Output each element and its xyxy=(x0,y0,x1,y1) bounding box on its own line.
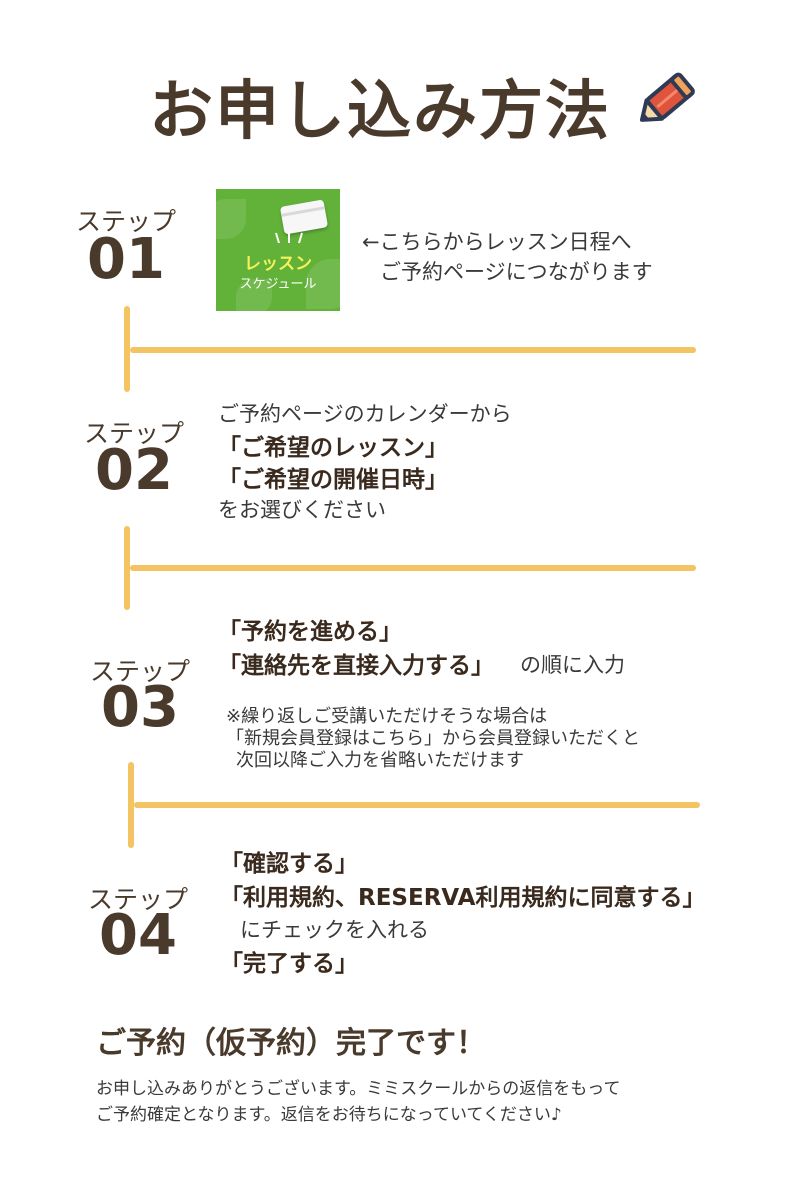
connector-vertical xyxy=(124,526,130,610)
step-number: 01 xyxy=(87,227,165,292)
step3-bold-line1: 「予約を進める」 xyxy=(218,619,402,645)
completion-text-line1: お申し込みありがとうございます。ミミスクールからの返信をもって xyxy=(96,1079,621,1099)
step2-bold-line2: 「ご希望の開催日時」 xyxy=(218,467,448,493)
step1-text-line1: ←こちらからレッスン日程へ xyxy=(362,230,632,254)
step2-bold-line1: 「ご希望のレッスン」 xyxy=(218,435,448,461)
step4-bold-line1: 「確認する」 xyxy=(220,851,358,877)
completion-text-line2: ご予約確定となります。返信をお待ちになっていてください♪ xyxy=(96,1105,562,1125)
step2-text-line1: ご予約ページのカレンダーから xyxy=(218,402,512,426)
step-number: 04 xyxy=(99,903,177,968)
step4-text-line1: にチェックを入れる xyxy=(240,918,429,942)
connector-horizontal xyxy=(130,347,696,353)
page-title: お申し込み方法 xyxy=(149,75,611,149)
step-number: 03 xyxy=(101,675,179,740)
completion-title: ご予約（仮予約）完了です！ xyxy=(96,1026,486,1061)
step3-note-line2: 「新規会員登録はこちら」から会員登録いただくと xyxy=(226,728,640,749)
step-label: ステップ xyxy=(87,885,188,914)
step4-bold-line3: 「完了する」 xyxy=(220,951,358,977)
step2-text-line2: をお選びください xyxy=(218,498,386,522)
step1-text-line2: ご予約ページにつながります xyxy=(380,260,653,284)
connector-vertical xyxy=(128,762,134,848)
step3-note-line3: 次回以降ご入力を省略いただけます xyxy=(236,750,524,771)
lesson-schedule-link[interactable]: レッスン スケジュール xyxy=(216,189,340,311)
connector-vertical xyxy=(124,306,130,392)
step-number: 02 xyxy=(95,438,173,503)
step3-note-line1: ※繰り返しご受講いただけそうな場合は xyxy=(226,706,548,727)
thumbnail-subtitle: スケジュール xyxy=(239,277,317,292)
step4-bold-line2: 「利用規約、RESERVA利用規約に同意する」 xyxy=(220,885,706,911)
thumbnail-title: レッスン xyxy=(244,254,312,274)
connector-horizontal xyxy=(130,565,696,571)
step3-bold-line2: 「連絡先を直接入力する」 xyxy=(218,653,494,679)
connector-horizontal xyxy=(134,802,700,808)
sparkle-icon xyxy=(275,231,303,244)
step-label: ステップ xyxy=(75,207,176,236)
step-label: ステップ xyxy=(83,419,184,448)
step3-suffix: の順に入力 xyxy=(520,653,625,677)
pencil-icon xyxy=(639,72,695,122)
step-label: ステップ xyxy=(89,657,190,686)
